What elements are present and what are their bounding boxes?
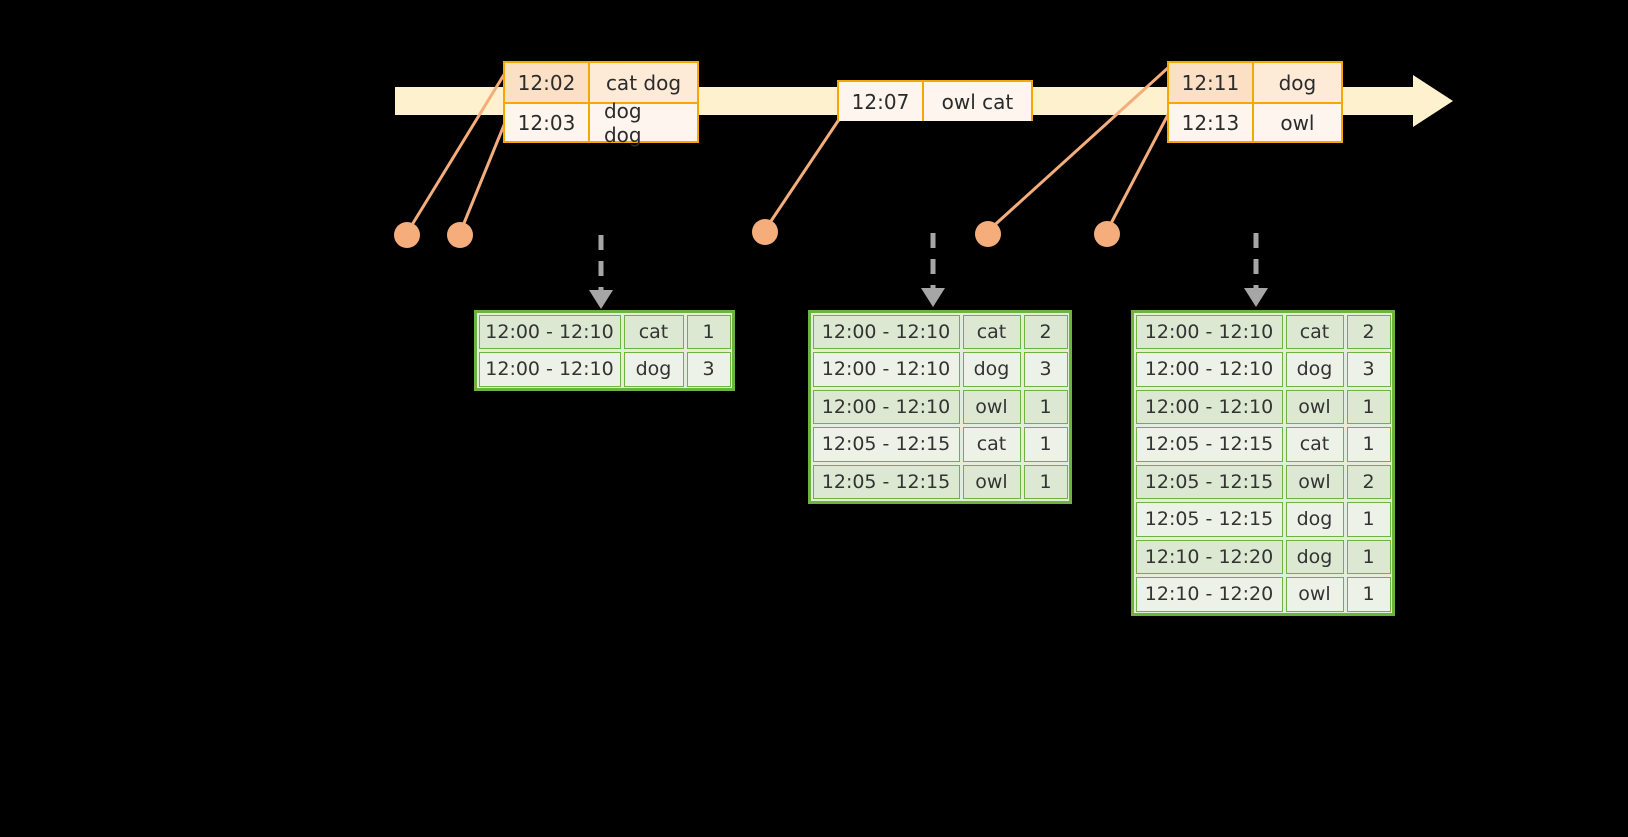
cell-window: 12:10 - 12:20 bbox=[1135, 577, 1283, 612]
cell-window: 12:00 - 12:10 bbox=[812, 314, 960, 349]
timeline-event-box-3[interactable]: 12:11 dog 12:13 owl bbox=[1167, 61, 1343, 143]
cell-window: 12:00 - 12:10 bbox=[812, 352, 960, 387]
timeline-event-row: 12:11 dog bbox=[1169, 63, 1341, 102]
event-words: owl cat bbox=[921, 82, 1031, 121]
cell-count: 1 bbox=[1346, 427, 1391, 462]
event-time: 12:02 bbox=[505, 63, 588, 102]
event-words: dog bbox=[1251, 63, 1341, 102]
cell-window: 12:05 - 12:15 bbox=[1135, 427, 1283, 462]
timeline-event-box-2[interactable]: 12:07 owl cat bbox=[837, 80, 1033, 121]
cell-word: cat bbox=[1285, 314, 1344, 349]
cell-window: 12:00 - 12:10 bbox=[478, 314, 621, 349]
cell-word: dog bbox=[1285, 352, 1344, 387]
right-arrow-icon bbox=[1413, 75, 1453, 127]
event-time: 12:07 bbox=[839, 82, 922, 121]
cell-count: 2 bbox=[1346, 464, 1391, 499]
cell-window: 12:00 - 12:10 bbox=[478, 352, 621, 387]
dashed-arrow-shafts bbox=[598, 233, 1259, 290]
cell-word: dog bbox=[1285, 502, 1344, 537]
cell-count: 1 bbox=[1346, 502, 1391, 537]
cell-count: 3 bbox=[686, 352, 731, 387]
cell-count: 1 bbox=[1346, 577, 1391, 612]
marker-dot-4 bbox=[975, 221, 1001, 247]
cell-count: 3 bbox=[1346, 352, 1391, 387]
dashed-arrow-head-1 bbox=[589, 290, 613, 309]
timeline-event-box-1[interactable]: 12:02 cat dog 12:03 dog dog bbox=[503, 61, 699, 147]
cell-word: cat bbox=[962, 427, 1021, 462]
cell-word: owl bbox=[1285, 577, 1344, 612]
cell-window: 12:00 - 12:10 bbox=[1135, 314, 1283, 349]
timeline-event-row: 12:03 dog dog bbox=[505, 99, 697, 147]
cell-word: cat bbox=[962, 314, 1021, 349]
cell-window: 12:05 - 12:15 bbox=[1135, 502, 1283, 537]
cell-window: 12:10 - 12:20 bbox=[1135, 539, 1283, 574]
timeline-event-row: 12:07 owl cat bbox=[839, 82, 1031, 121]
timeline-event-row: 12:02 cat dog bbox=[505, 63, 697, 102]
marker-dot-3 bbox=[752, 219, 778, 245]
cell-word: cat bbox=[1285, 427, 1344, 462]
event-time: 12:11 bbox=[1169, 63, 1252, 102]
connector-line-3 bbox=[763, 117, 842, 231]
event-words: dog dog bbox=[587, 99, 697, 147]
timeline-event-row: 12:13 owl bbox=[1169, 102, 1341, 141]
cell-count: 2 bbox=[1023, 314, 1068, 349]
dashed-arrow-head-2 bbox=[921, 288, 945, 307]
cell-count: 1 bbox=[1023, 464, 1068, 499]
dashed-arrow-head-3 bbox=[1244, 288, 1268, 307]
cell-window: 12:05 - 12:15 bbox=[812, 427, 960, 462]
event-time: 12:13 bbox=[1169, 104, 1252, 141]
cell-window: 12:00 - 12:10 bbox=[812, 389, 960, 424]
dashed-arrow-heads bbox=[589, 288, 1268, 309]
marker-dot-1 bbox=[394, 222, 420, 248]
cell-count: 1 bbox=[1023, 389, 1068, 424]
event-words: owl bbox=[1251, 104, 1341, 141]
cell-window: 12:05 - 12:15 bbox=[812, 464, 960, 499]
cell-count: 1 bbox=[1346, 389, 1391, 424]
cell-word: dog bbox=[623, 352, 684, 387]
event-words: cat dog bbox=[587, 63, 697, 102]
event-marker-dots bbox=[394, 219, 1120, 248]
cell-count: 1 bbox=[1023, 427, 1068, 462]
cell-word: dog bbox=[962, 352, 1021, 387]
cell-word: owl bbox=[1285, 464, 1344, 499]
cell-count: 1 bbox=[686, 314, 731, 349]
cell-count: 1 bbox=[1346, 539, 1391, 574]
event-time: 12:03 bbox=[505, 104, 588, 141]
marker-dot-5 bbox=[1094, 221, 1120, 247]
cell-word: dog bbox=[1285, 539, 1344, 574]
marker-dot-2 bbox=[447, 222, 473, 248]
connector-line-5 bbox=[1105, 106, 1174, 232]
cell-count: 2 bbox=[1346, 314, 1391, 349]
cell-word: owl bbox=[962, 464, 1021, 499]
cell-word: owl bbox=[1285, 389, 1344, 424]
cell-word: owl bbox=[962, 389, 1021, 424]
cell-count: 3 bbox=[1023, 352, 1068, 387]
cell-window: 12:05 - 12:15 bbox=[1135, 464, 1283, 499]
cell-window: 12:00 - 12:10 bbox=[1135, 389, 1283, 424]
cell-word: cat bbox=[623, 314, 684, 349]
cell-window: 12:00 - 12:10 bbox=[1135, 352, 1283, 387]
